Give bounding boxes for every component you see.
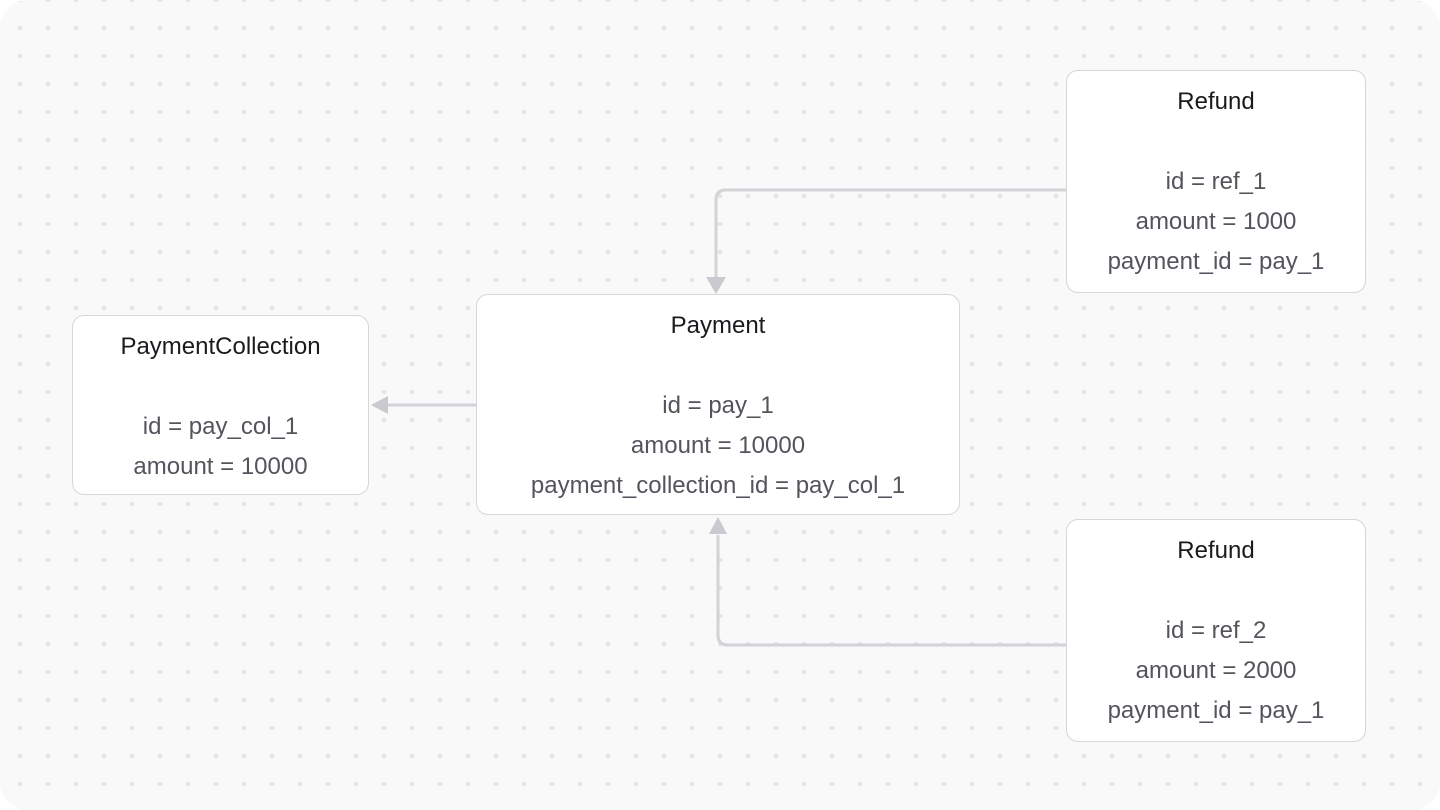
entity-node-refund-2[interactable]: Refund id = ref_2 amount = 2000 payment_…	[1066, 519, 1366, 742]
node-attributes: id = ref_2 amount = 2000 payment_id = pa…	[1067, 611, 1365, 731]
node-title: Refund	[1177, 88, 1255, 115]
arrowhead-left-icon	[371, 396, 388, 414]
edge-refund2-to-payment	[709, 517, 1066, 647]
node-attribute: amount = 10000	[630, 432, 806, 459]
entity-node-payment[interactable]: Payment id = pay_1 amount = 10000 paymen…	[476, 294, 960, 515]
node-title: Refund	[1177, 537, 1255, 564]
node-attribute: id = ref_1	[1165, 168, 1267, 195]
node-attributes: id = pay_col_1 amount = 10000	[73, 407, 368, 487]
node-title: Payment	[670, 312, 766, 339]
node-attribute: amount = 1000	[1135, 208, 1297, 235]
node-attributes: id = ref_1 amount = 1000 payment_id = pa…	[1067, 162, 1365, 282]
node-attribute: id = ref_2	[1165, 617, 1267, 644]
node-attribute: id = pay_col_1	[142, 413, 299, 440]
arrowhead-down-icon	[706, 277, 726, 294]
node-attributes: id = pay_1 amount = 10000 payment_collec…	[477, 386, 959, 506]
edge-payment-to-payment-collection	[371, 396, 476, 414]
node-attribute: amount = 10000	[133, 453, 308, 480]
node-attribute: payment_id = pay_1	[1107, 697, 1325, 724]
node-attribute: payment_id = pay_1	[1107, 248, 1325, 275]
node-attribute: id = pay_1	[662, 392, 774, 419]
node-title: PaymentCollection	[120, 333, 321, 360]
node-attribute: amount = 2000	[1135, 657, 1297, 684]
arrowhead-up-icon	[709, 517, 727, 534]
entity-node-refund-1[interactable]: Refund id = ref_1 amount = 1000 payment_…	[1066, 70, 1366, 293]
entity-node-payment-collection[interactable]: PaymentCollection id = pay_col_1 amount …	[72, 315, 369, 495]
node-attribute: payment_collection_id = pay_col_1	[530, 472, 906, 499]
edge-refund1-to-payment	[706, 188, 1066, 294]
